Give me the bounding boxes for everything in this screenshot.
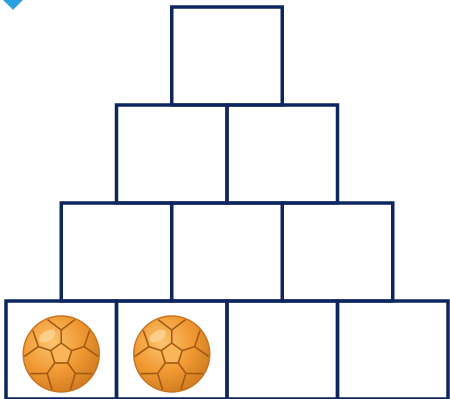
pyramid-box (61, 203, 172, 301)
pyramid-box (117, 105, 228, 203)
handball-icon (23, 316, 99, 392)
pyramid-box (172, 7, 283, 105)
pyramid-box (338, 301, 449, 399)
pyramid-box (172, 203, 283, 301)
pyramid-box (227, 105, 338, 203)
pyramid-box (227, 301, 338, 399)
handball-icon (134, 316, 210, 392)
pyramid-box (282, 203, 393, 301)
